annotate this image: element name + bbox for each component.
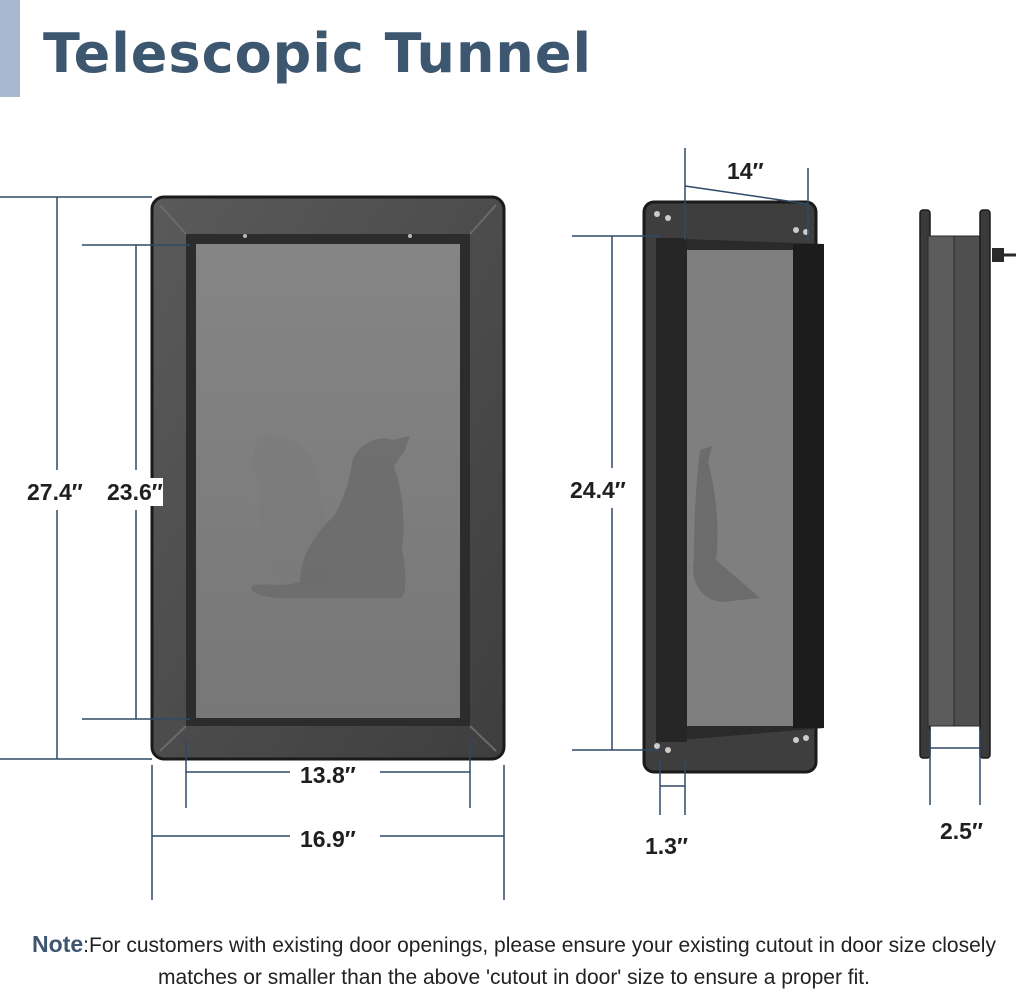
dimension-cutout-height: 23.6″ bbox=[107, 478, 163, 506]
dimension-tunnel-height: 24.4″ bbox=[570, 476, 626, 504]
title-accent-bar bbox=[0, 0, 20, 97]
dimension-tunnel-width: 14″ bbox=[727, 157, 764, 185]
dimension-cutout-width: 13.8″ bbox=[300, 761, 356, 789]
note-text: :For customers with existing door openin… bbox=[83, 934, 996, 989]
dimension-side-depth: 2.5″ bbox=[940, 817, 983, 845]
dog-silhouette-icon bbox=[251, 435, 410, 599]
dimension-lines bbox=[0, 148, 981, 900]
tunnel-sleeve bbox=[793, 244, 824, 728]
dimension-overall-height: 27.4″ bbox=[27, 478, 83, 506]
dimension-overall-width: 16.9″ bbox=[300, 825, 356, 853]
note-label: Note bbox=[32, 931, 84, 957]
front-view bbox=[150, 195, 506, 761]
tunnel-view bbox=[642, 200, 824, 774]
dog-silhouette-icon bbox=[693, 446, 760, 602]
side-view bbox=[919, 209, 1016, 759]
page-title: Telescopic Tunnel bbox=[43, 22, 593, 85]
fit-note: Note:For customers with existing door op… bbox=[10, 928, 1018, 994]
dimension-frame-depth: 1.3″ bbox=[645, 832, 688, 860]
front-flap bbox=[196, 244, 460, 718]
